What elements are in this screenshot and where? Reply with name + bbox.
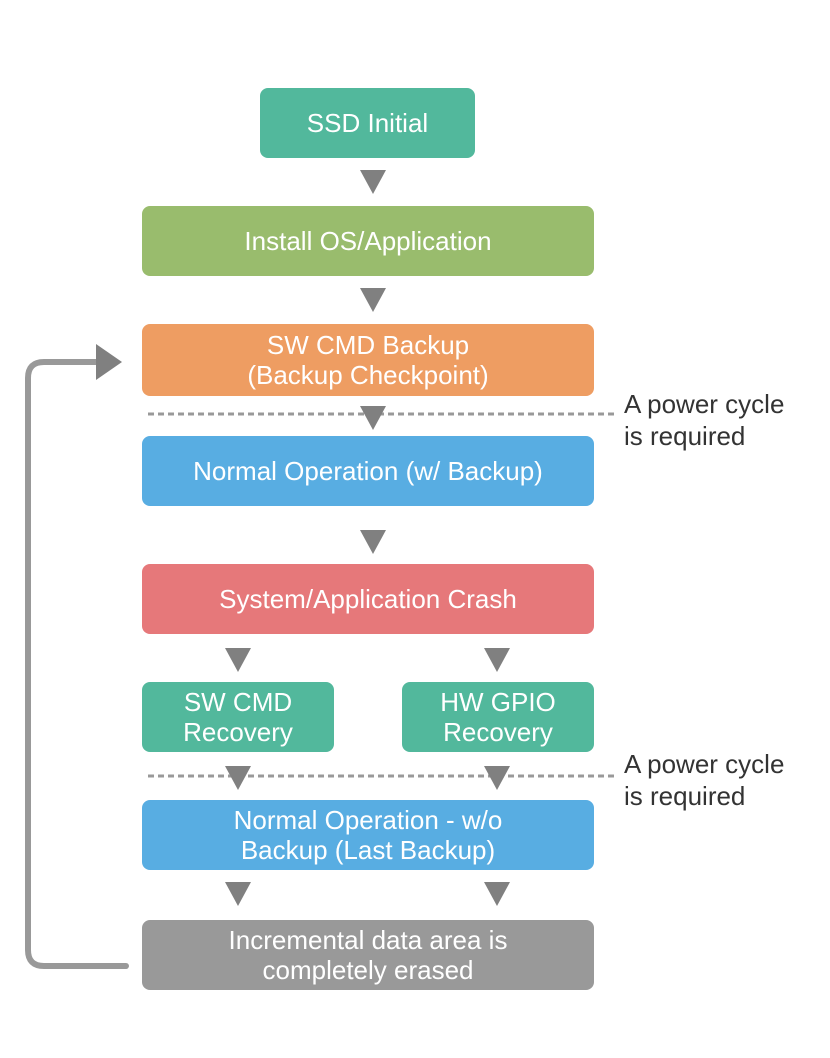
step-label: SSD Initial — [306, 108, 429, 138]
power-cycle-note-1: A power cycle is required — [624, 388, 784, 452]
down-arrow — [484, 882, 510, 906]
step-install-os: Install OS/Application — [142, 206, 594, 276]
step-normal-operation-backup: Normal Operation (w/ Backup) — [142, 436, 594, 506]
step-sw-cmd-backup: SW CMD Backup (Backup Checkpoint) — [142, 324, 594, 396]
step-label-line1: SW CMD — [183, 687, 293, 717]
step-label-line1: HW GPIO — [440, 687, 556, 717]
note-line2: is required — [624, 421, 746, 451]
step-label-line1: SW CMD Backup — [266, 330, 470, 360]
note-line1: A power cycle — [624, 389, 785, 419]
power-cycle-note-2: A power cycle is required — [624, 748, 784, 812]
down-arrow — [360, 406, 386, 430]
down-arrow — [484, 648, 510, 672]
step-label-line2: (Backup Checkpoint) — [247, 360, 489, 390]
down-arrow — [360, 170, 386, 194]
down-arrow — [225, 648, 251, 672]
note-line1: A power cycle — [624, 749, 785, 779]
step-ssd-initial: SSD Initial — [260, 88, 475, 158]
step-incremental-data-erased: Incremental data area is completely eras… — [142, 920, 594, 990]
down-arrow — [225, 766, 251, 790]
loop-back-arrowhead — [96, 344, 122, 380]
note-line2: is required — [624, 781, 746, 811]
down-arrow — [360, 288, 386, 312]
step-label-line2: Recovery — [443, 717, 553, 747]
down-arrow — [484, 766, 510, 790]
step-sw-cmd-recovery: SW CMD Recovery — [142, 682, 334, 752]
step-label-line1: Incremental data area is — [228, 925, 508, 955]
step-label-line2: Backup (Last Backup) — [240, 835, 496, 865]
step-label-line2: Recovery — [183, 717, 293, 747]
step-label: System/Application Crash — [219, 584, 517, 614]
step-hw-gpio-recovery: HW GPIO Recovery — [402, 682, 594, 752]
step-label-line1: Normal Operation - w/o — [233, 805, 503, 835]
step-normal-operation-last-backup: Normal Operation - w/o Backup (Last Back… — [142, 800, 594, 870]
loop-back-arrow-line — [25, 359, 129, 969]
step-label: Install OS/Application — [244, 226, 492, 256]
down-arrow — [225, 882, 251, 906]
step-label: Normal Operation (w/ Backup) — [193, 456, 543, 486]
step-crash: System/Application Crash — [142, 564, 594, 634]
step-label-line2: completely erased — [262, 955, 474, 985]
down-arrow — [360, 530, 386, 554]
